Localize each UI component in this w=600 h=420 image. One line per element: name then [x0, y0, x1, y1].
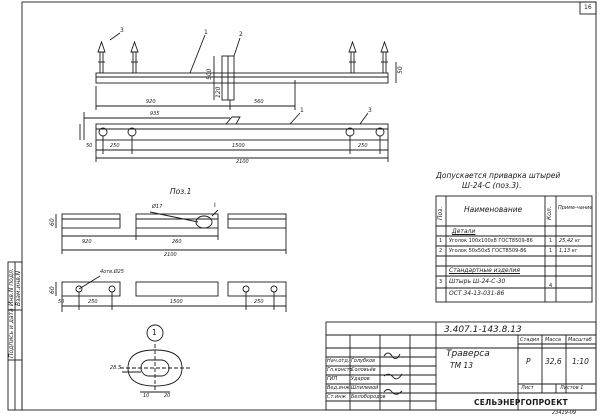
- title-org: СЕЛЬЭНЕРГОПРОЕКТ: [474, 398, 568, 407]
- title-stage: Р: [526, 357, 531, 366]
- pos1-dim-60: 60: [49, 218, 56, 226]
- role-5-name: Белобородов: [351, 394, 386, 400]
- detail-dim-20: 20: [164, 393, 171, 399]
- role-4: Вед.инж: [327, 385, 350, 391]
- dim-2100-b: 2100: [236, 159, 249, 165]
- title-doc-code: 3.407.1-143.8.13: [444, 325, 522, 335]
- page-number-box: [579, 1, 597, 15]
- bottom-code: 23419-09: [552, 410, 577, 416]
- detail-dim-285: 28.5: [110, 365, 122, 371]
- spec-row1-note: 25,42 кг: [559, 238, 581, 244]
- role-4-name: Шпилевой: [351, 385, 379, 391]
- title-name-line2: ТМ 13: [450, 361, 473, 370]
- pos1l-dim-1500: 1500: [170, 299, 183, 305]
- callout-3: 3: [120, 27, 124, 34]
- pos1-dim-2100: 2100: [164, 252, 177, 258]
- spec-row1-name: Уголок 100х100х8 ГОСТ8509-86: [449, 238, 533, 244]
- title-mass: 32,6: [545, 357, 562, 366]
- spec-row2-qty: 1: [549, 248, 553, 254]
- spec-table-grid: [435, 195, 593, 303]
- plan-angle-body: [95, 123, 389, 141]
- spec-head-qty: Кол.: [546, 206, 553, 220]
- callout-2: 2: [239, 31, 243, 38]
- detail-dim-10: 10: [143, 393, 150, 399]
- pos1-slot: [195, 215, 213, 229]
- spec-row3-qty: 4: [549, 283, 553, 289]
- pos1l-dim-250b: 250: [254, 299, 264, 305]
- side-stamp-signature: Подпись и дата: [8, 308, 15, 358]
- note-line2: Ш-24-С (поз.3).: [462, 181, 522, 190]
- spec-row2-note: 1,13 кг: [559, 248, 578, 254]
- spec-head-pos: Поз.: [437, 206, 444, 220]
- pos1-callout-I: I: [214, 202, 216, 209]
- callout-mid-3: 3: [368, 107, 372, 114]
- pos1l-dim-50: 50: [58, 299, 65, 305]
- title-scale: 1:10: [572, 357, 589, 366]
- role-5: Ст.инж: [327, 394, 347, 400]
- dim-935: 935: [150, 111, 160, 117]
- dim-250-b: 250: [110, 143, 120, 149]
- drawing-frame: [21, 1, 597, 411]
- pos1-holes-note: 4отв.Ø25: [100, 269, 124, 275]
- title-col-mass: Масса: [545, 337, 561, 343]
- spec-section-standard: Стандартные изделия: [449, 267, 520, 274]
- main-angle-body: [95, 72, 389, 84]
- title-col-scale: Масштаб: [568, 337, 592, 343]
- callout-mid-1: 1: [300, 107, 304, 114]
- pos1-dim-920: 920: [82, 239, 92, 245]
- spec-row3-name1: Штырь Ш-24-С-30: [449, 278, 506, 285]
- spec-head-name: Наименование: [464, 205, 523, 214]
- pos1-dia17: Ø17: [152, 204, 163, 210]
- pos1l-dim-60: 60: [49, 286, 56, 294]
- detail-callout: 1: [152, 328, 157, 337]
- spec-row1-pos: 1: [439, 238, 443, 244]
- dim-920: 920: [146, 99, 156, 105]
- spec-row3-pos: 3: [439, 279, 443, 285]
- spec-row2-name: Уголок 50х50х5 ГОСТ8509-86: [449, 248, 527, 254]
- title-col-stage: Стадия: [520, 337, 540, 343]
- dim-120: 120: [215, 86, 222, 98]
- page-number: 16: [584, 4, 592, 11]
- title-name-line1: Траверса: [446, 349, 490, 359]
- spec-row2-pos: 2: [439, 248, 443, 254]
- dim-50-b: 50: [86, 143, 93, 149]
- title-block-grid: [325, 321, 597, 411]
- title-sheet-label: Лист: [521, 385, 534, 391]
- dim-250-b2: 250: [358, 143, 368, 149]
- pos1-title: Поз.1: [170, 187, 192, 196]
- callout-1: 1: [204, 29, 208, 36]
- role-1: Нач.отд.: [327, 358, 350, 364]
- spec-section-details: Детали: [452, 228, 476, 235]
- dim-560: 560: [254, 99, 264, 105]
- detail-callout-circle: [146, 324, 164, 342]
- role-3-name: Ударов: [351, 376, 370, 382]
- pos1-dim-260: 260: [172, 239, 182, 245]
- pos1-upper-pieces: [61, 213, 287, 229]
- side-stamp-replaces: Взам.инв.N: [15, 270, 22, 306]
- dim-500: 500: [206, 68, 213, 80]
- role-1-name: Голубков: [351, 358, 376, 364]
- role-3: ГИП: [327, 376, 338, 382]
- spec-row1-qty: 1: [549, 238, 553, 244]
- role-2: Гл.констр: [327, 367, 353, 373]
- dim-50-top: 50: [397, 66, 404, 74]
- role-2-name: Соловьёв: [351, 367, 376, 373]
- pos1-lower-pieces: [61, 281, 287, 297]
- spec-head-note: Приме-чание: [558, 205, 593, 211]
- title-sheets-label: Листов 1: [560, 385, 584, 391]
- note-line1: Допускается приварка штырей: [436, 171, 561, 180]
- spec-row3-name2: ОСТ 34-13-031-86: [449, 290, 505, 297]
- pos1l-dim-250: 250: [88, 299, 98, 305]
- dim-1500-b: 1500: [232, 143, 245, 149]
- pins: [97, 40, 389, 73]
